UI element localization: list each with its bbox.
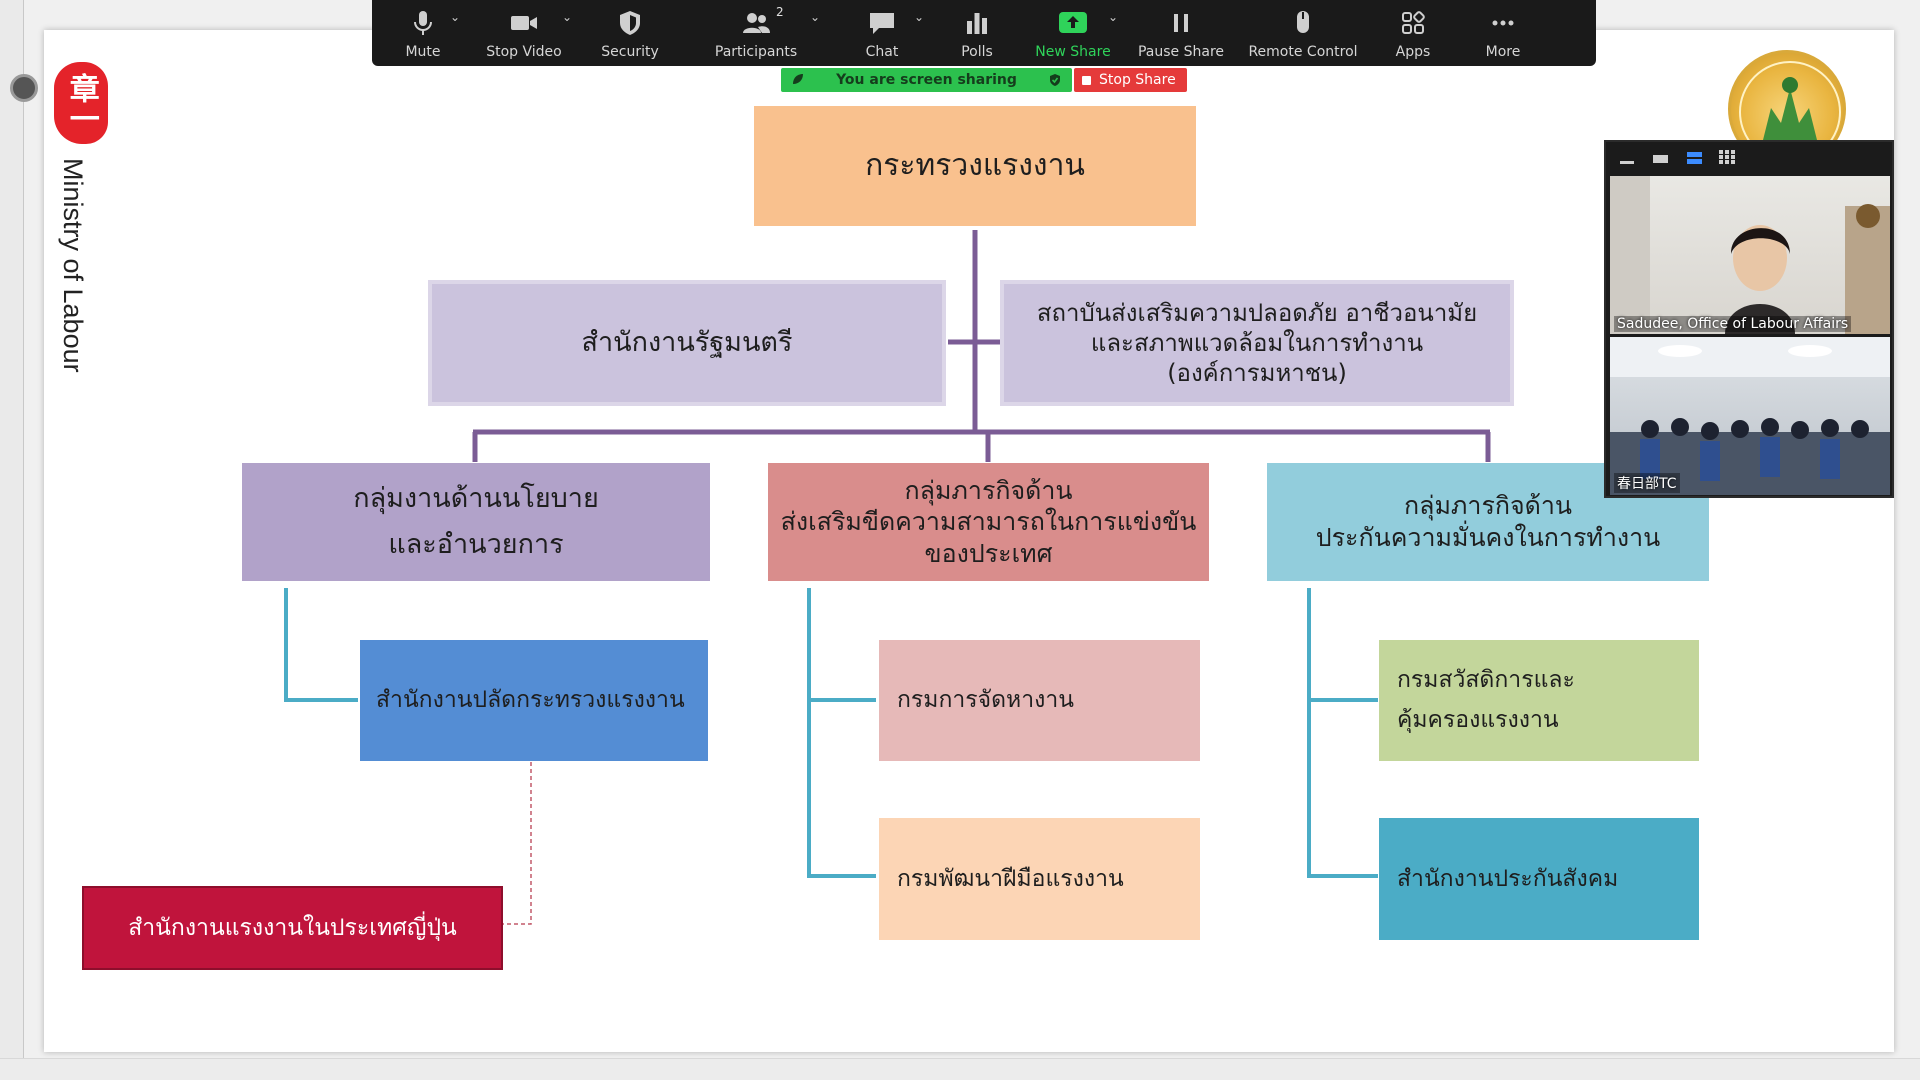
grid-view-icon[interactable] [1718,149,1740,167]
ellipsis-icon [1492,20,1514,26]
minimize-icon[interactable] [1616,149,1638,167]
org-policy-group-line2: และอำนวยการ [388,529,564,560]
stop-video-button[interactable]: ⌄ Stop Video [468,0,580,66]
stop-square-icon [1082,75,1091,85]
bottom-strip [0,1058,1920,1080]
remote-control-button[interactable]: Remote Control [1238,0,1368,66]
new-share-button[interactable]: ⌄ New Share [1022,0,1124,66]
mute-button[interactable]: ⌄ Mute [378,0,468,66]
record-dot-icon[interactable] [10,74,38,102]
org-welfare-dept-line1: กรมสวัสดิการและ [1397,667,1575,694]
share-arrow-icon [1059,12,1087,33]
participants-caret-icon[interactable]: ⌄ [810,10,821,24]
polls-button[interactable]: Polls [932,0,1022,66]
org-minister-office-box: สำนักงานรัฐมนตรี [428,280,946,406]
chat-button[interactable]: ⌄ Chat [832,0,932,66]
participant-video-tile[interactable]: 春日部TC [1610,337,1890,495]
video-caret-icon[interactable]: ⌄ [562,10,573,24]
more-label: More [1485,44,1521,60]
shield-icon [620,11,640,35]
org-competitive-group-line3: ของประเทศ [924,538,1053,568]
apps-label: Apps [1395,44,1431,60]
apps-icon [1402,11,1425,34]
participant-video-tile[interactable]: Sadudee, Office of Labour Affairs [1610,176,1890,334]
org-social-security-box: สำนักงานประกันสังคม [1379,818,1699,940]
stop-share-button[interactable]: Stop Share [1074,68,1187,92]
org-overseas-office-box: สำนักงานแรงงานในประเทศญี่ปุ่น [82,886,503,970]
meeting-toolbar: ⌄ Mute ⌄ Stop Video Security 2 ⌄ Partici… [372,0,1596,66]
bar-chart-icon [967,13,987,34]
org-security-group-line2: ประกันความมั่นคงในการทำงาน [1315,523,1661,552]
participants-count: 2 [776,5,784,19]
screen-sharing-text: You are screen sharing [836,72,1017,88]
shield-check-icon [1050,74,1060,86]
left-rail [0,0,38,1080]
org-employment-dept-label: กรมการจัดหางาน [897,687,1074,714]
org-safety-institute-line2: และสภาพแวดล้อมในการทำงาน [1090,329,1424,357]
org-root-label: กระทรวงแรงงาน [865,148,1085,184]
participant-name: Sadudee, Office of Labour Affairs [1614,316,1852,332]
org-root-box: กระทรวงแรงงาน [754,106,1196,226]
stop-share-label: Stop Share [1099,72,1176,88]
video-camera-icon [511,16,537,30]
participant-name: 春日部TC [1614,473,1680,493]
chat-bubble-icon [870,13,894,34]
leaf-icon [793,74,803,84]
org-safety-institute-line1: สถาบันส่งเสริมความปลอดภัย อาชีวอนามัย [1036,299,1478,327]
microphone-icon [414,11,432,35]
more-button[interactable]: More [1458,0,1548,66]
remote-control-label: Remote Control [1248,44,1358,60]
org-overseas-office-label: สำนักงานแรงงานในประเทศญี่ปุ่น [128,914,457,941]
stop-video-label: Stop Video [486,44,562,60]
mute-label: Mute [405,44,441,60]
chat-label: Chat [865,44,899,60]
org-safety-institute-box: สถาบันส่งเสริมความปลอดภัย อาชีวอนามัย แล… [1000,280,1514,406]
org-competitive-group-line1: กลุ่มภารกิจด้าน [904,476,1073,506]
participants-icon [743,13,770,33]
polls-label: Polls [961,44,993,60]
org-competitive-group-line2: ส่งเสริมขีดความสามารถในการแข่งขัน [780,507,1197,537]
pause-share-label: Pause Share [1137,44,1225,60]
security-button[interactable]: Security [580,0,680,66]
participants-label: Participants [714,44,798,60]
strip-view-icon[interactable] [1684,149,1706,167]
org-policy-group-line1: กลุ่มงานด้านนโยบาย [353,483,599,515]
new-share-label: New Share [1035,44,1111,60]
screen-sharing-banner[interactable]: You are screen sharing [781,68,1072,92]
pause-icon [1174,14,1188,32]
video-panel: Sadudee, Office of Labour Affairs 春日部TC [1604,140,1894,498]
org-perm-sec-label: สำนักงานปลัดกระทรวงแรงงาน [376,687,685,714]
org-security-group-line1: กลุ่มภารกิจด้าน [1403,490,1573,520]
chat-caret-icon[interactable]: ⌄ [914,10,925,24]
org-welfare-dept-line2: คุ้มครองแรงงาน [1397,706,1559,733]
mute-caret-icon[interactable]: ⌄ [450,10,461,24]
participants-button[interactable]: 2 ⌄ Participants [680,0,832,66]
org-skill-dept-box: กรมพัฒนาฝีมือแรงงาน [879,818,1200,940]
org-employment-dept-box: กรมการจัดหางาน [879,640,1200,761]
org-competitive-group-box: กลุ่มภารกิจด้าน ส่งเสริมขีดความสามารถในก… [768,463,1209,581]
brand-stamp-text: 章一 [63,73,99,133]
org-policy-group-box: กลุ่มงานด้านนโยบาย และอำนวยการ [242,463,710,581]
share-caret-icon[interactable]: ⌄ [1108,10,1119,24]
org-perm-sec-box: สำนักงานปลัดกระทรวงแรงงาน [360,640,708,761]
org-minister-office-label: สำนักงานรัฐมนตรี [581,327,793,359]
org-safety-institute-line3: (องค์การมหาชน) [1167,359,1347,387]
video-panel-toolbar [1606,142,1892,174]
thumbnail-view-icon[interactable] [1650,149,1672,167]
pause-share-button[interactable]: Pause Share [1124,0,1238,66]
apps-button[interactable]: Apps [1368,0,1458,66]
brand-stamp-logo: 章一 [54,62,108,144]
org-skill-dept-label: กรมพัฒนาฝีมือแรงงาน [897,865,1124,892]
security-label: Security [601,44,659,60]
org-social-security-label: สำนักงานประกันสังคม [1397,865,1619,892]
org-welfare-dept-box: กรมสวัสดิการและ คุ้มครองแรงงาน [1379,640,1699,761]
mouse-icon [1297,11,1309,33]
